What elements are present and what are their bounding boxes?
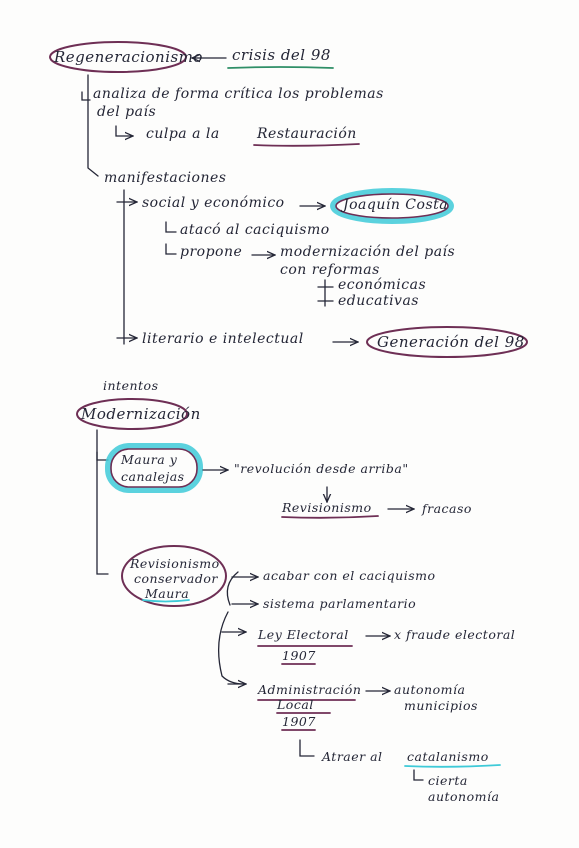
rev-oval bbox=[121, 545, 227, 607]
maura-highlight bbox=[105, 443, 203, 493]
origin-crisis: crisis del 98 bbox=[232, 46, 331, 64]
generation-98: Generación del 98 bbox=[377, 333, 525, 351]
costa-highlight bbox=[330, 188, 454, 224]
analysis-line-1: analiza de forma crítica los problemas bbox=[93, 86, 384, 102]
catalanism: catalanismo bbox=[407, 749, 489, 764]
reform-economic: económicas bbox=[338, 277, 427, 293]
autonomy-line-2: municipios bbox=[404, 698, 478, 713]
administration-year: 1907 bbox=[282, 714, 316, 729]
modern-oval bbox=[76, 398, 188, 430]
rev-conservative-line-2: conservador bbox=[134, 571, 218, 586]
attract-prefix: Atraer al bbox=[322, 749, 383, 764]
title-regeneracionismo: Regeneracionismo bbox=[54, 48, 203, 66]
end-caciquism: acabar con el caciquismo bbox=[263, 568, 436, 583]
revisionism-label: Revisionismo bbox=[282, 500, 372, 515]
parliamentary-system: sistema parlamentario bbox=[263, 596, 417, 611]
revolution-from-above: "revolución desde arriba" bbox=[234, 461, 409, 476]
maura-line-2: canalejas bbox=[121, 469, 185, 484]
attacked-caciquism: atacó al caciquismo bbox=[180, 222, 330, 238]
blame-prefix: culpa a la bbox=[146, 126, 220, 142]
literary-intellectual: literario e intelectual bbox=[142, 331, 304, 347]
analysis-line-2: del país bbox=[97, 104, 157, 120]
administration-line-1: Administración bbox=[258, 682, 362, 697]
proposal-line-2: con reformas bbox=[280, 262, 380, 278]
autonomy-line-1: autonomía bbox=[394, 682, 466, 697]
manifestations-label: manifestaciones bbox=[104, 170, 227, 186]
rev-conservative-line-3: Maura bbox=[145, 586, 190, 601]
maura-line-1: Maura y bbox=[121, 452, 178, 467]
reform-education: educativas bbox=[338, 293, 419, 309]
rev-conservative-line-1: Revisionismo bbox=[130, 556, 220, 571]
failure-label: fracaso bbox=[422, 501, 472, 516]
blame-target: Restauración bbox=[257, 126, 357, 142]
attempts-label: intentos bbox=[103, 378, 159, 393]
administration-line-2: Local bbox=[277, 697, 314, 712]
some-autonomy-line-2: autonomía bbox=[428, 789, 500, 804]
proposes-label: propone bbox=[180, 244, 243, 260]
electoral-law: Ley Electoral bbox=[258, 627, 349, 642]
title-modernizacion: Modernización bbox=[81, 405, 201, 423]
generation-oval bbox=[366, 326, 528, 358]
electoral-law-year: 1907 bbox=[282, 648, 316, 663]
some-autonomy-line-1: cierta bbox=[428, 773, 468, 788]
social-economic: social y económico bbox=[142, 195, 285, 211]
electoral-fraud: x fraude electoral bbox=[394, 627, 516, 642]
joaquin-costa: Joaquín Costa bbox=[343, 197, 449, 213]
title-oval bbox=[49, 41, 187, 73]
proposal-line-1: modernización del país bbox=[280, 244, 456, 260]
